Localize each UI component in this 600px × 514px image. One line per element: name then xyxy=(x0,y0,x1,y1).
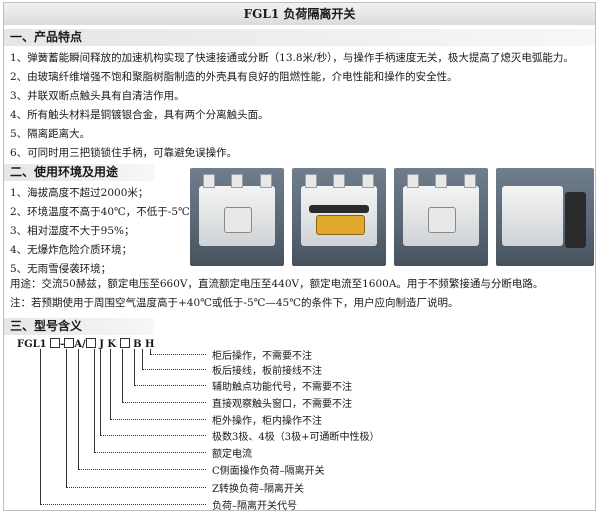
feature-5: 5、隔离距离大。 xyxy=(10,128,91,140)
label-outside-operation: 柜外操作，柜内操作不注 xyxy=(212,416,322,427)
section3-heading: 三、型号含义 xyxy=(4,318,154,335)
model-code: FGL1 -A/ J K B H xyxy=(17,338,155,350)
label-rear-operation: 柜后操作，不需要不注 xyxy=(212,351,312,362)
photo-2-knob xyxy=(316,215,366,235)
feature-1: 1、弹簧蓄能瞬间释放的加速机构实现了快速接通或分断（13.8米/秒），与操作手柄… xyxy=(10,52,574,64)
photo-1-knob xyxy=(223,207,253,233)
code-prefix: FGL1 xyxy=(17,339,47,350)
code-k: K xyxy=(107,339,117,350)
photo-3-knob xyxy=(427,207,457,233)
env-2: 2、环境温度不高于40℃，不低于-5℃； xyxy=(10,206,201,218)
feature-6: 6、可同时用三把锁锁住手柄，可靠避免误操作。 xyxy=(10,147,238,159)
env-3: 3、相对湿度不大于95%； xyxy=(10,225,135,237)
photo-switch-2 xyxy=(292,168,386,266)
code-box-2 xyxy=(64,338,75,348)
feature-4: 4、所有触头材料是铜镀银合金，具有两个分离触头面。 xyxy=(10,109,269,121)
env-1: 1、海拔高度不超过2000米； xyxy=(10,187,149,199)
label-poles: 极数3极、4极（3极+可通断中性极） xyxy=(212,432,380,443)
photo-switch-1 xyxy=(190,168,284,266)
photo-switch-4 xyxy=(496,168,594,266)
feature-3: 3、并联双断点触头具有自清洁作用。 xyxy=(10,90,185,102)
label-code: 负荷–隔离开关代号 xyxy=(212,501,297,512)
code-a: A/ xyxy=(74,339,86,350)
document-title: FGL1 负荷隔离开关 xyxy=(4,3,595,25)
code-box-3 xyxy=(85,338,96,348)
section1-heading: 一、产品特点 xyxy=(4,29,595,46)
code-box-1 xyxy=(50,338,61,348)
label-aux-contact: 辅助触点功能代号，不需要不注 xyxy=(212,382,352,393)
env-4: 4、无爆炸危险介质环境； xyxy=(10,244,133,256)
code-j: J xyxy=(99,339,104,350)
code-box-4 xyxy=(119,338,130,348)
code-h: H xyxy=(145,339,155,350)
section2-heading: 二、使用环境及用途 xyxy=(4,164,154,181)
label-rated-current: 额定电流 xyxy=(212,449,252,460)
usage-text: 用途：交流50赫兹，额定电压至660V，直流额定电压至440V，额定电流至160… xyxy=(10,278,544,290)
document-frame xyxy=(3,2,596,511)
label-z-transfer: Z转换负荷–隔离开关 xyxy=(212,484,304,495)
code-b: B xyxy=(133,339,142,350)
note-text: 注：若预期使用于周围空气温度高于+40℃或低于-5℃—45℃的条件下，用户应向制… xyxy=(10,297,459,309)
feature-2: 2、由玻璃纤维增强不饱和聚脂树脂制造的外壳具有良好的阻燃性能，介电性能和操作的安… xyxy=(10,71,458,83)
photo-4-knob xyxy=(564,191,587,249)
label-c-side: C侧面操作负荷–隔离开关 xyxy=(212,466,325,477)
env-5: 5、无雨雪侵袭环境； xyxy=(10,263,112,275)
photo-switch-3 xyxy=(394,168,488,266)
label-rear-wiring: 板后接线，板前接线不注 xyxy=(212,366,322,377)
label-observation-window: 直接观察触头窗口，不需要不注 xyxy=(212,399,352,410)
